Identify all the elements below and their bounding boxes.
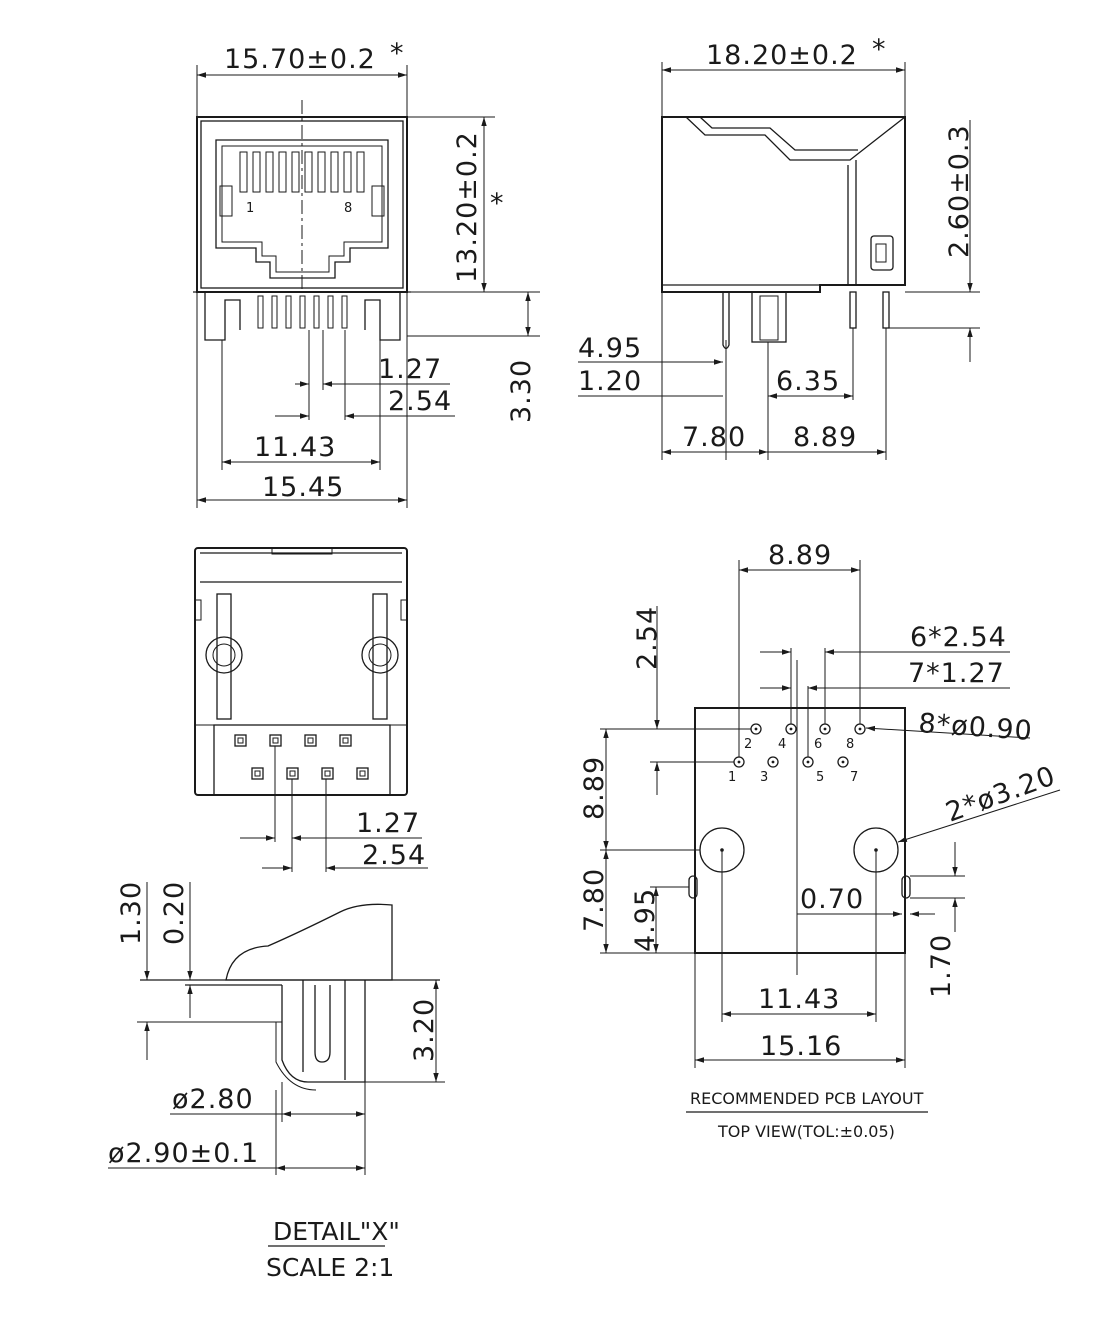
star-front-top: * — [390, 38, 405, 69]
pcb-pin-1: 1 — [728, 770, 736, 785]
pin1-label: 1 — [246, 201, 254, 216]
star-side: * — [872, 34, 887, 65]
dim-detail-h2: 0.20 — [159, 881, 190, 945]
pcb-pin-6: 6 — [814, 737, 822, 752]
front-view: 1 8 15.70±0.2 * 13.20±0.2 * 3.30 — [193, 38, 540, 508]
dim-pcb-inner: 0.70 — [800, 884, 864, 915]
dim-pcb-pitch7: 7*1.27 — [908, 658, 1005, 689]
dim-base-width: 15.45 — [262, 472, 344, 503]
dim-pcb-left-lower: 7.80 — [579, 868, 610, 932]
dim-side-e: 8.89 — [793, 422, 857, 453]
pcb-layout: 1 2 3 4 5 6 7 8 8.89 6*2.54 7*1.27 8*ø0.… — [579, 540, 1061, 1141]
dim-detail-d1: ø2.80 — [172, 1084, 254, 1115]
dim-pcb-peg: 2*ø3.20 — [942, 760, 1060, 828]
dim-pcb-holes: 8*ø0.90 — [918, 708, 1034, 747]
dim-side-b: 1.20 — [578, 366, 642, 397]
dim-side-d: 7.80 — [682, 422, 746, 453]
dim-leg-length: 3.30 — [506, 359, 537, 423]
pcb-pin-7: 7 — [850, 770, 858, 785]
detail-title: DETAIL"X" — [273, 1217, 400, 1246]
star-front-side: * — [490, 188, 505, 219]
dim-side-length: 18.20±0.2 — [706, 40, 858, 71]
dim-side-offset: 2.60±0.3 — [944, 124, 975, 258]
contact-fingers — [239, 151, 365, 193]
dim-pcb-top: 8.89 — [768, 540, 832, 571]
dim-leg-span: 11.43 — [254, 432, 336, 463]
dim-bottom-pitch-small: 1.27 — [356, 808, 420, 839]
pcb-pin-2: 2 — [744, 737, 752, 752]
dim-side-a: 4.95 — [578, 333, 642, 364]
pcb-pin-4: 4 — [778, 737, 786, 752]
detail-view: 1.30 0.20 3.20 ø2.80 ø2.90±0.1 DETAIL"X"… — [108, 881, 445, 1282]
dim-side-c: 6.35 — [776, 366, 840, 397]
dim-detail-d2: ø2.90±0.1 — [108, 1138, 259, 1169]
dim-pcb-left-upper: 8.89 — [579, 756, 610, 820]
bottom-pin-holes — [234, 734, 369, 780]
dim-bottom-pitch-large: 2.54 — [362, 840, 426, 871]
pcb-pin-5: 5 — [816, 770, 824, 785]
pcb-pin-3: 3 — [760, 770, 768, 785]
dim-detail-h3: 3.20 — [409, 998, 440, 1062]
pcb-pin-8: 8 — [846, 737, 854, 752]
dim-detail-h1: 1.30 — [116, 881, 147, 945]
dim-front-pitch-small: 1.27 — [378, 354, 442, 385]
pcb-subtitle: TOP VIEW(TOL:±0.05) — [717, 1122, 895, 1141]
dim-pcb-peg-span: 11.43 — [758, 984, 840, 1015]
dim-pcb-pitch6: 6*2.54 — [910, 622, 1007, 653]
dim-front-width: 15.70±0.2 — [224, 44, 376, 75]
dim-pcb-width: 15.16 — [760, 1031, 842, 1062]
dim-pcb-left-inner: 4.95 — [630, 888, 661, 952]
dim-pcb-right: 1.70 — [926, 934, 957, 998]
pcb-title: RECOMMENDED PCB LAYOUT — [690, 1089, 924, 1108]
bottom-view: 1.27 2.54 — [194, 547, 428, 872]
detail-scale: SCALE 2:1 — [266, 1253, 394, 1282]
side-view: 18.20±0.2 * 2.60±0.3 4.95 1.20 6.35 7.80… — [578, 34, 980, 460]
dim-front-pitch-large: 2.54 — [388, 386, 452, 417]
dim-pcb-row: 2.54 — [632, 606, 663, 670]
pin8-label: 8 — [344, 201, 352, 216]
dim-front-height: 13.20±0.2 — [452, 131, 483, 283]
